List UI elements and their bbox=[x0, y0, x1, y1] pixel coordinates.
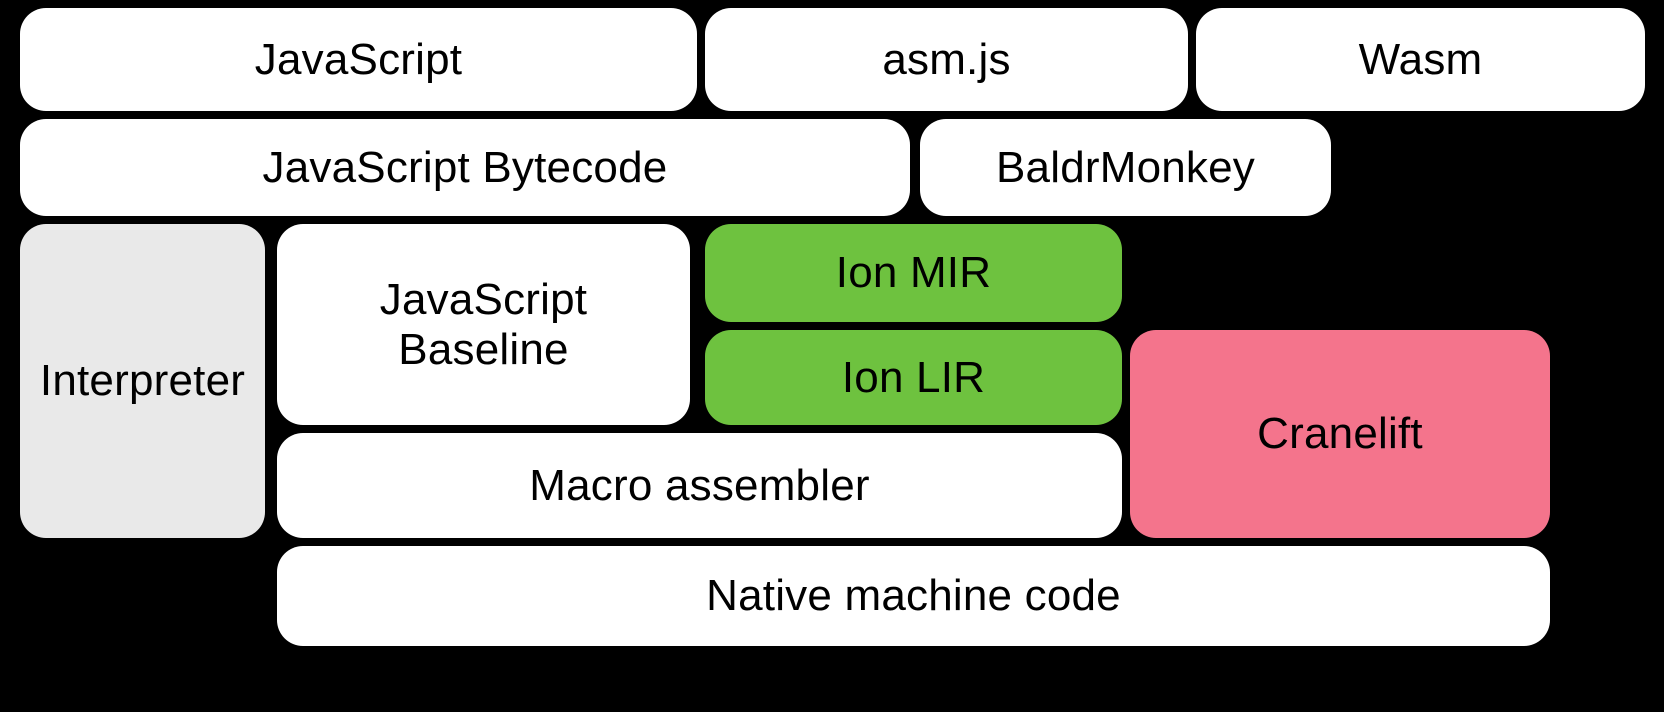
node-cranelift: Cranelift bbox=[1130, 330, 1550, 538]
node-ion-mir: Ion MIR bbox=[705, 224, 1122, 322]
node-baldrmonkey: BaldrMonkey bbox=[920, 119, 1331, 216]
node-native-machine-code: Native machine code bbox=[277, 546, 1550, 646]
node-javascript-bytecode: JavaScript Bytecode bbox=[20, 119, 910, 216]
node-asmjs: asm.js bbox=[705, 8, 1188, 111]
node-javascript: JavaScript bbox=[20, 8, 697, 111]
node-wasm: Wasm bbox=[1196, 8, 1645, 111]
node-javascript-baseline: JavaScript Baseline bbox=[277, 224, 690, 425]
node-macro-assembler: Macro assembler bbox=[277, 433, 1122, 538]
node-ion-lir: Ion LIR bbox=[705, 330, 1122, 425]
node-interpreter: Interpreter bbox=[20, 224, 265, 538]
